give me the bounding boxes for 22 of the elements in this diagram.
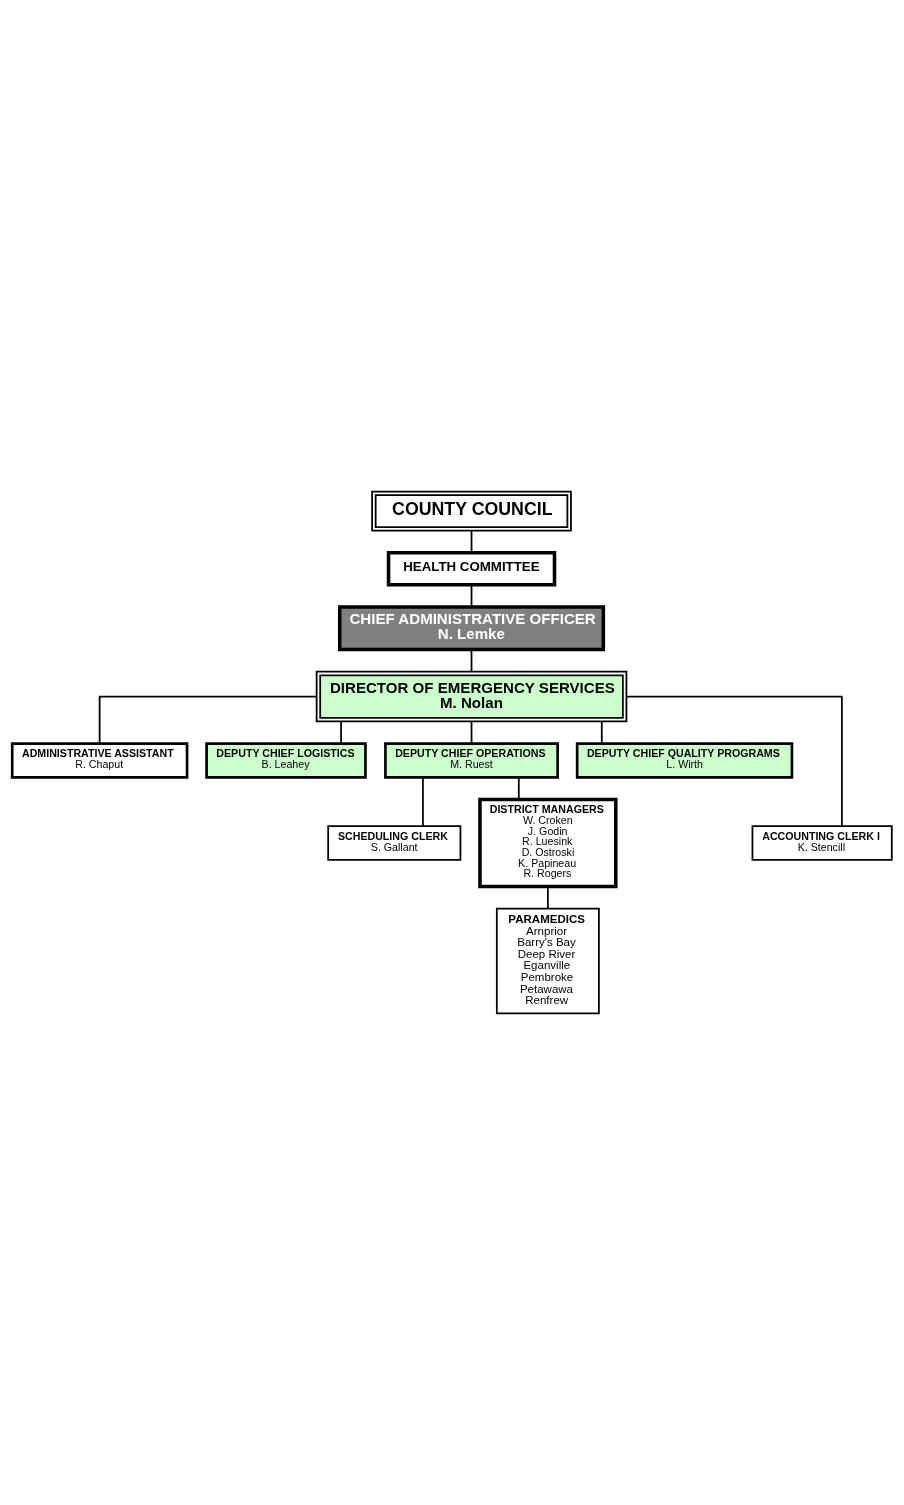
node-box: DISTRICT MANAGERS W. Croken J. Godin R. Luesink D. Ostroski K. Papineau R. Rogers xyxy=(478,797,618,889)
connector xyxy=(470,720,473,745)
connector xyxy=(98,695,318,745)
node-box: ACCOUNTING CLERK I K. Stencill xyxy=(751,825,893,861)
node-box: PARAMEDICS Arnprior Barry's Bay Deep River Eganville Pembroke Petawawa Renfrew xyxy=(495,907,600,1015)
node-box: DIRECTOR OF EMERGENCY SERVICES M. Nolan xyxy=(315,670,628,723)
node-box: HEALTH COMMITTEE xyxy=(386,551,557,587)
node-box: CHIEF ADMINISTRATIVE OFFICER N. Lemke xyxy=(337,605,606,652)
connector xyxy=(470,648,473,673)
connector xyxy=(422,776,424,827)
connector xyxy=(600,720,603,745)
connector xyxy=(517,776,520,801)
node-box: ADMINISTRATIVE ASSISTANT R. Chaput xyxy=(10,742,189,779)
connector xyxy=(546,885,549,910)
connector xyxy=(470,584,473,608)
connector xyxy=(625,695,843,827)
connector xyxy=(470,529,473,554)
node-box: DEPUTY CHIEF LOGISTICS B. Leahey xyxy=(205,742,367,779)
node-box: DEPUTY CHIEF OPERATIONS M. Ruest xyxy=(384,742,559,779)
node-box: DEPUTY CHIEF QUALITY PROGRAMS L. Wirth xyxy=(575,742,794,779)
connector xyxy=(340,720,342,745)
node-box: SCHEDULING CLERK S. Gallant xyxy=(327,825,462,861)
